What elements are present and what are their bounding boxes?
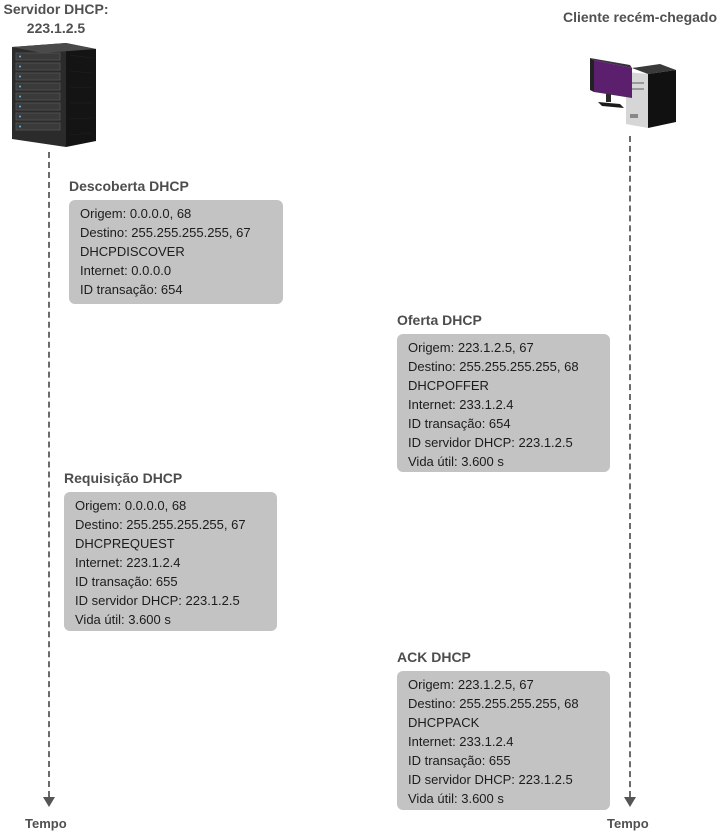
time-label-server: Tempo [25, 816, 67, 831]
msg-ack-line: Destino: 255.255.255.255, 68 [408, 696, 579, 711]
msg-request-line: DHCPREQUEST [75, 536, 175, 551]
msg-ack-line: ID transação: 655 [408, 753, 511, 768]
msg-request-line: ID servidor DHCP: 223.1.2.5 [75, 593, 240, 608]
msg-ack-line: Internet: 233.1.2.4 [408, 734, 514, 749]
msg-offer-line: Origem: 223.1.2.5, 67 [408, 340, 534, 355]
msg-offer-title: Oferta DHCP [397, 312, 482, 328]
msg-offer-line: Destino: 255.255.255.255, 68 [408, 359, 579, 374]
msg-ack-line: ID servidor DHCP: 223.1.2.5 [408, 772, 573, 787]
msg-request-line: Internet: 223.1.2.4 [75, 555, 181, 570]
server-title-line2: 223.1.2.5 [26, 20, 86, 36]
msg-discover-title: Descoberta DHCP [69, 178, 189, 194]
server-title-line1: Servidor DHCP: [3, 1, 109, 17]
msg-discover-line: Destino: 255.255.255.255, 67 [80, 225, 251, 240]
client-timeline [629, 136, 631, 797]
msg-offer-line: ID servidor DHCP: 223.1.2.5 [408, 435, 573, 450]
msg-ack-line: DHCPPACK [408, 715, 480, 730]
msg-ack-title: ACK DHCP [397, 649, 471, 665]
server-timeline-arrow [43, 797, 55, 807]
msg-request-line: ID transação: 655 [75, 574, 178, 589]
msg-ack-line: Origem: 223.1.2.5, 67 [408, 677, 534, 692]
msg-request-line: Vida útil: 3.600 s [75, 612, 171, 627]
msg-offer-line: ID transação: 654 [408, 416, 511, 431]
desktop-computer-icon [590, 58, 676, 128]
time-label-client: Tempo [607, 816, 649, 831]
msg-offer-line: Internet: 233.1.2.4 [408, 397, 514, 412]
server-rack-icon [12, 43, 96, 147]
msg-offer-box: Origem: 223.1.2.5, 67 Destino: 255.255.2… [397, 334, 610, 472]
msg-request-line: Destino: 255.255.255.255, 67 [75, 517, 246, 532]
client-title: Cliente recém-chegado [562, 9, 718, 25]
server-title: Servidor DHCP: 223.1.2.5 [0, 0, 112, 38]
client-timeline-arrow [624, 797, 636, 807]
msg-offer-line: DHCPOFFER [408, 378, 489, 393]
msg-discover-box: Origem: 0.0.0.0, 68 Destino: 255.255.255… [69, 200, 283, 304]
msg-offer-line: Vida útil: 3.600 s [408, 454, 504, 469]
msg-discover-line: Internet: 0.0.0.0 [80, 263, 172, 278]
msg-request-box: Origem: 0.0.0.0, 68 Destino: 255.255.255… [64, 492, 277, 631]
msg-ack-line: Vida útil: 3.600 s [408, 791, 504, 806]
msg-ack-box: Origem: 223.1.2.5, 67 Destino: 255.255.2… [397, 671, 610, 810]
msg-request-line: Origem: 0.0.0.0, 68 [75, 498, 187, 513]
server-timeline [48, 152, 50, 797]
msg-request-title: Requisição DHCP [64, 470, 183, 486]
msg-discover-line: DHCPDISCOVER [80, 244, 185, 259]
msg-discover-line: Origem: 0.0.0.0, 68 [80, 206, 192, 221]
msg-discover-line: ID transação: 654 [80, 282, 183, 297]
